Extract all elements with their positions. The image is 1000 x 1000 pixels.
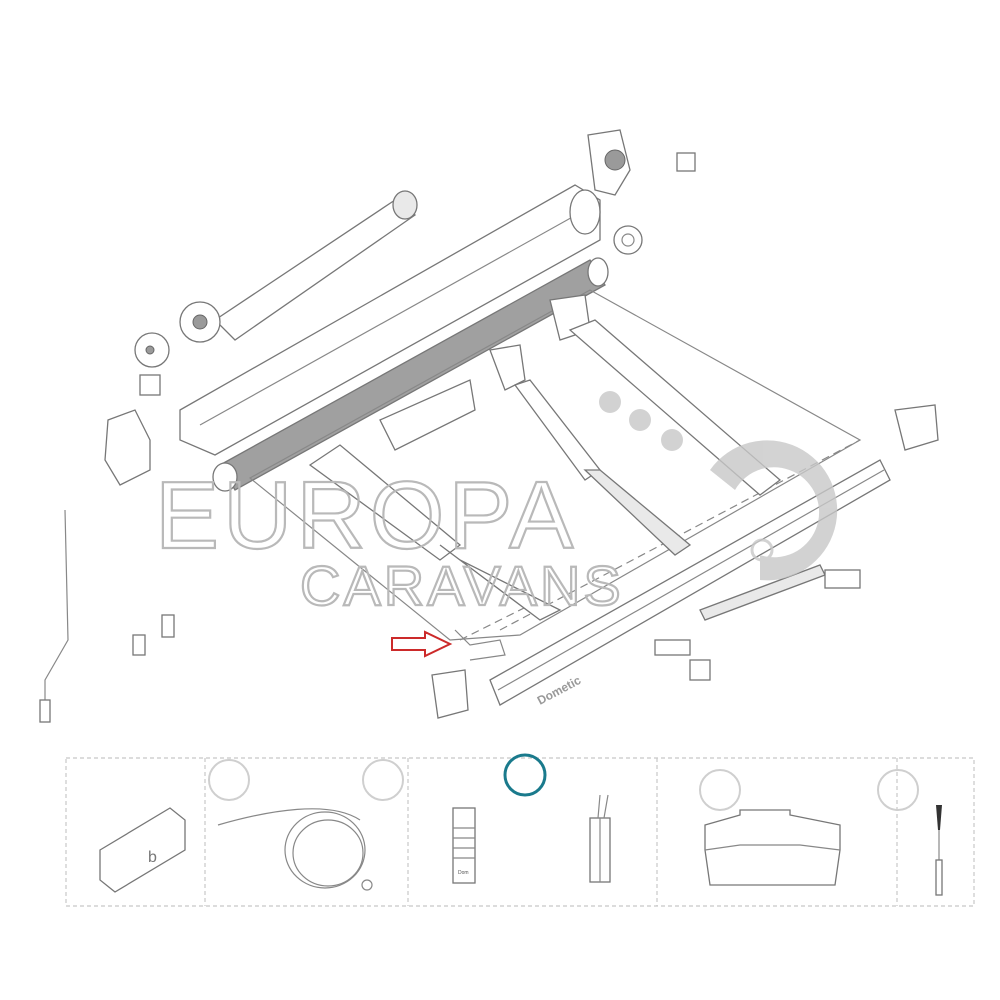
hotspot-crank-rod[interactable] (877, 769, 919, 811)
accessory-motor-cover[interactable]: b (99, 807, 186, 893)
accessory-cover-box[interactable] (704, 809, 841, 886)
side-bracket-top[interactable] (587, 129, 631, 196)
accessories-panel (65, 757, 975, 907)
folding-arm-right[interactable] (549, 294, 782, 496)
bracket-right[interactable] (894, 404, 939, 451)
accessory-crank-rod[interactable] (935, 805, 943, 896)
gear-adapter[interactable] (613, 225, 643, 255)
crank-handle[interactable] (39, 509, 69, 723)
accessory-cable-coil[interactable] (217, 808, 373, 891)
svg-text:EUROPA: EUROPA (155, 462, 577, 569)
arm-joint[interactable] (654, 639, 711, 681)
watermark: EUROPA CARAVANS (154, 391, 838, 618)
motor-housing[interactable] (104, 409, 151, 486)
motor-tube-part[interactable] (179, 190, 418, 343)
hotspot-cable-1[interactable] (208, 759, 250, 801)
end-cap-left[interactable] (134, 332, 170, 396)
clips[interactable] (132, 614, 175, 656)
cassette-profile[interactable] (179, 184, 601, 456)
pointer-arrow-icon (391, 630, 453, 658)
accessory-remote-control[interactable]: Dom (452, 807, 476, 884)
remote-label: Dom (458, 870, 469, 876)
watermark-logo-icon (599, 391, 838, 581)
hotspot-remote-selected[interactable] (503, 753, 547, 797)
small-plate-part[interactable] (676, 152, 696, 172)
folding-arm-center[interactable] (489, 344, 692, 556)
svg-text:CARAVANS: CARAVANS (300, 554, 624, 617)
arm-bracket[interactable] (379, 379, 476, 451)
svg-text:b: b (148, 849, 157, 866)
hotspot-cable-2[interactable] (362, 759, 404, 801)
fabric-corner-part[interactable] (454, 629, 506, 661)
fabric-roller[interactable] (212, 257, 609, 492)
hotspot-cover-box[interactable] (699, 769, 741, 811)
folding-arm-left[interactable] (308, 444, 562, 621)
accessory-receiver[interactable] (589, 794, 611, 883)
end-connector[interactable] (824, 569, 861, 589)
bracket-bottom[interactable] (431, 669, 469, 719)
